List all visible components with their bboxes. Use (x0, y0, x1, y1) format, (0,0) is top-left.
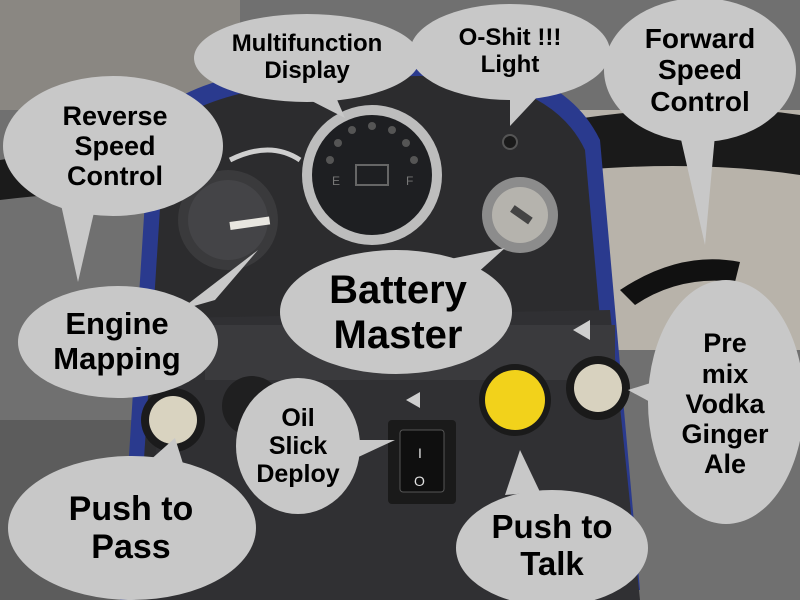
callout-push-to-talk: Push to Talk (460, 494, 644, 598)
callout-line: Battery (329, 268, 467, 313)
gauge-face (312, 115, 432, 235)
gauge-leds (326, 122, 418, 164)
horn-icon (573, 320, 590, 340)
callout-line: Mapping (53, 341, 181, 376)
bubble-tail-reverse (60, 200, 95, 282)
bubble-reverse-speed (3, 76, 223, 216)
bubble-engine-mapping (18, 286, 218, 398)
bubble-oshit-light (410, 4, 610, 100)
callout-line: Slick (268, 432, 328, 460)
callout-line: mix (701, 358, 749, 389)
callout-line: Control (650, 85, 750, 117)
callout-premix-vodka-ginger-ale: Pre mix Vodka Ginger Ale (650, 288, 800, 520)
battery-symbol-icon (355, 164, 389, 186)
speed-knob-center (188, 180, 268, 260)
speed-arc-marking (228, 147, 302, 163)
bubble-tail-oshit (510, 94, 540, 126)
callout-line: Multifunction (231, 30, 383, 58)
callout-engine-mapping: Engine Mapping (24, 292, 210, 392)
bubble-tail-premix (628, 380, 665, 410)
callout-line: Light (480, 51, 540, 78)
callout-line: Display (264, 57, 350, 84)
gauge-f-label: F (406, 174, 413, 188)
callout-line: Pass (91, 528, 171, 566)
callout-line: Speed (657, 54, 743, 86)
callout-line: Vodka (685, 388, 765, 419)
speed-knob-pointer (229, 216, 271, 230)
bubble-forward-speed (604, 0, 796, 142)
callout-line: Forward (644, 22, 756, 54)
premix-button (574, 364, 622, 412)
indicator-light (502, 134, 518, 150)
callout-battery-master: Battery Master (288, 258, 508, 368)
bubble-tail-forward (680, 135, 715, 245)
callout-line: Pre (703, 328, 747, 359)
callout-push-to-pass: Push to Pass (14, 462, 248, 594)
bubble-tail-multifunction (300, 95, 345, 118)
key-slot (510, 205, 533, 225)
callout-line: Speed (74, 130, 156, 161)
callout-line: Push to (68, 489, 194, 528)
bubble-push-to-pass (8, 456, 256, 600)
bubble-tail-talk (505, 450, 540, 495)
bubble-tail-battery (445, 248, 505, 275)
throttle-lever (620, 259, 740, 305)
switch-on-label: I (418, 445, 422, 461)
callout-line: Master (333, 313, 463, 357)
callout-reverse-speed-control: Reverse Speed Control (10, 86, 220, 206)
gauge-e-label: E (332, 174, 340, 188)
switch-off-label: O (414, 473, 425, 489)
callout-line: Push to (491, 508, 613, 546)
callout-line: Ale (703, 449, 747, 480)
bubble-multifunction-display (194, 14, 420, 102)
bubble-tail-pass (148, 438, 185, 470)
callout-line: Talk (520, 545, 584, 582)
bubble-battery-master (280, 250, 512, 374)
callout-oil-slick-deploy: Oil Slick Deploy (240, 384, 356, 508)
push-to-pass-button (149, 396, 197, 444)
callout-multifunction-display: Multifunction Display (198, 18, 416, 98)
callout-line: Oil (281, 404, 315, 432)
bubble-push-to-talk (456, 490, 648, 600)
speech-bubbles (3, 0, 800, 600)
callout-line: Engine (65, 306, 169, 342)
callout-line: Reverse (62, 100, 168, 131)
callout-oshit-light: O-Shit !!! Light (412, 8, 608, 96)
callout-line: Control (67, 161, 163, 192)
bubble-tail-oil (345, 440, 395, 460)
bubble-oil-slick (236, 378, 360, 514)
bubble-premix (648, 280, 800, 524)
callout-line: Deploy (256, 460, 340, 488)
rocker-switch (399, 429, 445, 493)
push-to-talk-button (485, 370, 545, 430)
callout-line: Ginger (681, 419, 769, 450)
bubble-tail-engine (180, 250, 258, 310)
headlight-icon (406, 392, 420, 408)
callout-line: O-Shit !!! (458, 24, 562, 52)
callout-forward-speed-control: Forward Speed Control (610, 6, 790, 134)
